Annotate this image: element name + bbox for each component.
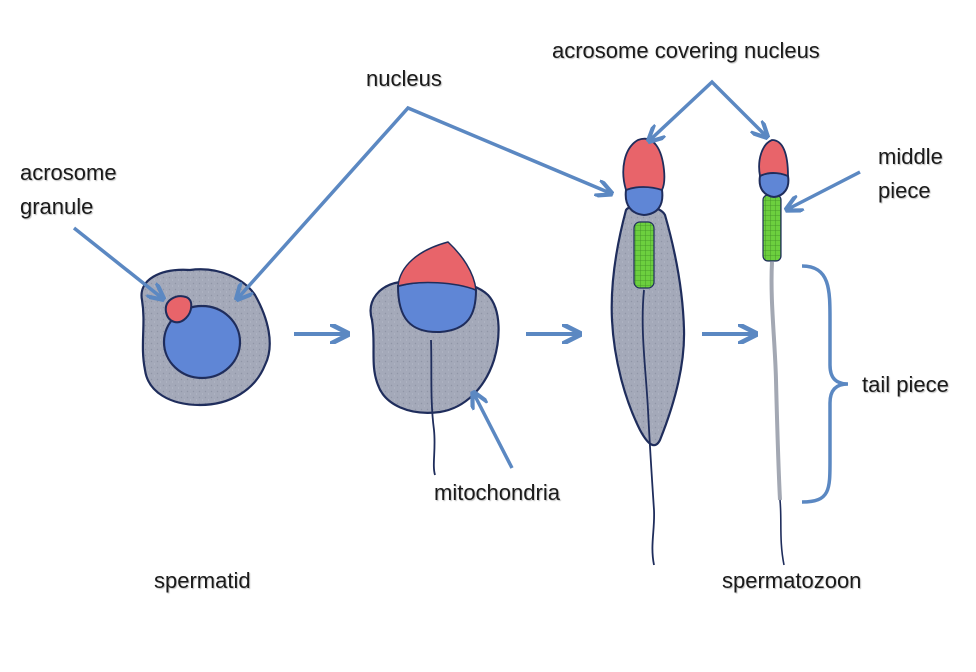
label-spermatozoon: spermatozoon [722, 568, 862, 593]
label-tail-piece: tail piece [862, 372, 949, 397]
pointer-mitochondria [474, 394, 514, 469]
stage3-flagellum [641, 289, 656, 566]
stage2-cell [369, 241, 500, 476]
label-acrosome-granule-line2: granule [20, 194, 94, 219]
stage2-acrosome [397, 241, 477, 292]
label-spermatid: spermatid [154, 568, 251, 593]
stage3-acrosome [622, 137, 666, 192]
label-mitochondria: mitochondria [434, 480, 560, 505]
tail-piece-brace [801, 264, 849, 504]
label-acrosome-covering-nucleus: acrosome covering nucleus [552, 38, 820, 63]
spermatozoon-tail [769, 261, 782, 501]
label-nucleus: nucleus [366, 66, 442, 91]
pointer-arrows [72, 79, 861, 469]
stage3-middle-piece [633, 221, 655, 289]
spermatozoon-end-piece [779, 499, 785, 566]
spermatozoon-middle-piece [762, 194, 782, 262]
acrosome-granule [164, 295, 193, 324]
spermatozoon [758, 139, 790, 566]
label-acrosome-granule-line1: acrosome [20, 160, 117, 185]
pointer-acrosome-granule [72, 226, 162, 298]
pointer-acrosome-covering [650, 79, 766, 140]
label-middle-piece-line1: middle [878, 144, 943, 169]
spermatozoon-nucleus [758, 172, 790, 199]
stage3-cytoplasm [610, 204, 686, 447]
spermatid-nucleus [162, 304, 242, 380]
spermatozoon-acrosome [758, 139, 789, 178]
stage2-nucleus [396, 280, 478, 334]
stage3-nucleus [624, 184, 664, 217]
stage3-cell [610, 137, 686, 566]
label-middle-piece-line2: piece [878, 178, 931, 203]
pointer-middle-piece [788, 170, 861, 209]
spermatid-cell [140, 268, 271, 407]
pointer-nucleus [238, 105, 610, 298]
stage2-flagellum [430, 339, 436, 476]
